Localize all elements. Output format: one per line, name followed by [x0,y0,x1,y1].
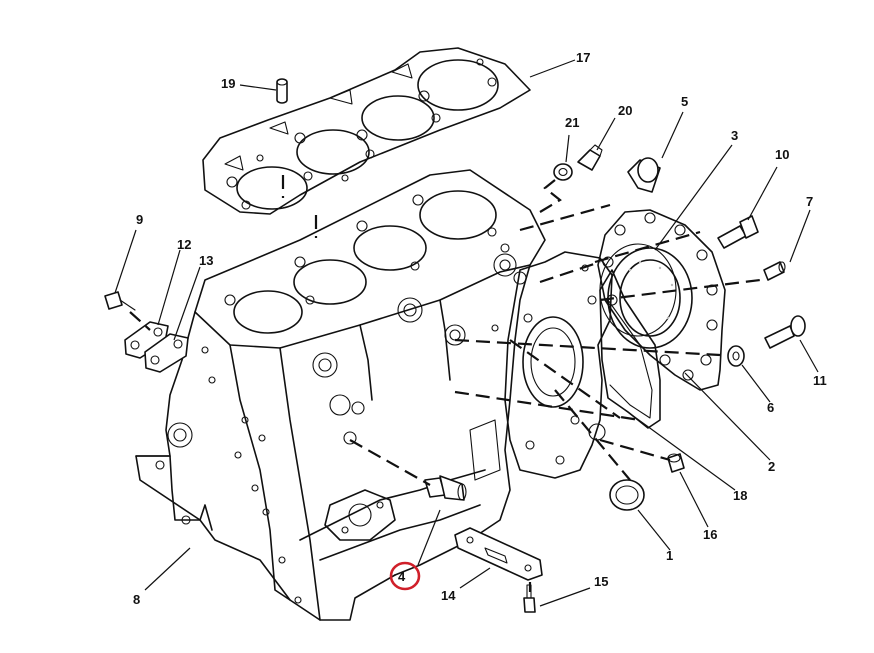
leader-lines [114,59,819,607]
callout-10: 10 [775,147,789,162]
callout-20: 20 [618,103,632,118]
callout-15: 15 [594,574,608,589]
callout-19: 19 [221,76,235,91]
callout-5: 5 [681,94,688,109]
stud-bolt [764,315,806,349]
callout-1: 1 [666,548,673,563]
bolt [717,215,759,249]
oil-seal [609,479,645,511]
dowel-pin [276,78,288,104]
callout-11: 11 [813,373,827,388]
side-bolt [104,291,136,311]
callout-16: 16 [703,527,717,542]
head-gasket [202,47,531,215]
highlight-circle [389,561,421,591]
callout-labels: 1 2 3 4 5 6 7 8 9 10 11 12 13 14 15 16 1… [133,50,827,607]
callout-14: 14 [441,588,456,603]
callout-18: 18 [733,488,747,503]
cylinder-block [135,169,546,621]
expansion-plug [627,157,661,193]
callout-6: 6 [767,400,774,415]
callout-4: 4 [398,569,406,584]
callout-17: 17 [576,50,590,65]
callout-12: 12 [177,237,191,252]
rear-housing [597,209,726,391]
callout-3: 3 [731,128,738,143]
side-cover [144,333,189,373]
callout-7: 7 [806,194,813,209]
oil-pressure-switch [424,475,467,501]
washer [553,163,573,181]
callout-9: 9 [136,212,143,227]
callout-2: 2 [768,459,775,474]
assembly-lines [129,175,761,592]
front-plate [504,251,613,479]
pin [763,261,786,281]
seal-washer [727,345,745,367]
callout-21: 21 [565,115,579,130]
callout-13: 13 [199,253,213,268]
guide-rail [454,527,543,581]
plug [667,453,685,473]
drain-plug [577,144,603,171]
callout-8: 8 [133,592,140,607]
